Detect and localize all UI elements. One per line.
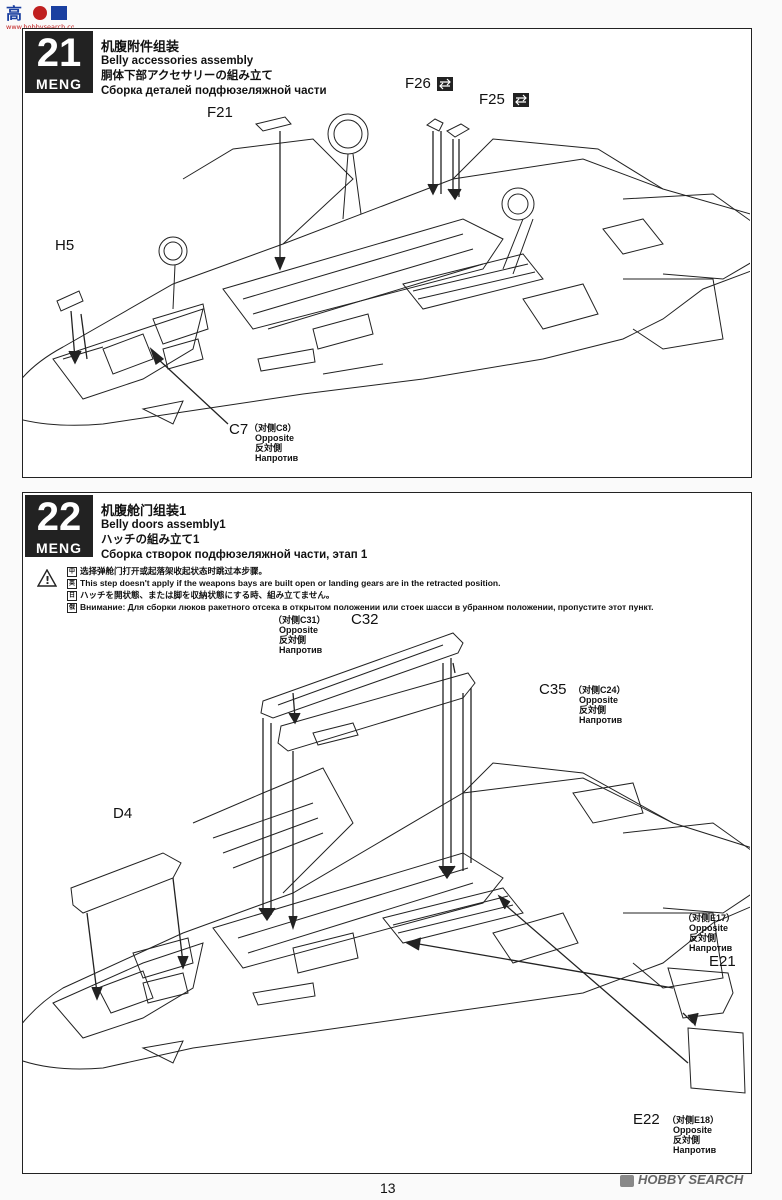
part-e21-shape bbox=[667, 967, 734, 1019]
site-logo: 高 www.hobbysearch.com bbox=[4, 2, 81, 32]
page-number: 13 bbox=[380, 1180, 396, 1196]
step-21-titles: 机腹附件组装 Belly accessories assembly 胴体下部アク… bbox=[101, 39, 327, 99]
brand-logo: MENG bbox=[25, 539, 93, 557]
title-jp: ハッチの組み立て1 bbox=[101, 534, 200, 546]
part-h5-shape bbox=[56, 290, 84, 312]
title-en: Belly doors assembly1 bbox=[101, 519, 226, 531]
logo-char: 高 bbox=[6, 4, 22, 23]
part-label-h5: H5 bbox=[55, 237, 75, 254]
part-label-f25: F25 bbox=[479, 91, 505, 108]
step-21-badge: 21 MENG bbox=[25, 31, 93, 93]
c35-opposite-note: （对侧C24） Opposite 反対側 Напротив bbox=[573, 685, 626, 725]
watermark-text: HOBBY SEARCH bbox=[638, 1172, 744, 1187]
brand-logo: MENG bbox=[25, 75, 93, 93]
title-cn: 机腹附件组装 bbox=[101, 39, 180, 54]
part-e22-shape bbox=[687, 1027, 746, 1094]
step-22-badge: 22 MENG bbox=[25, 495, 93, 557]
e21-opposite-note: （对侧E17） Opposite 反対側 Напротив bbox=[683, 913, 736, 953]
title-en: Belly accessories assembly bbox=[101, 55, 254, 67]
part-c32-shape bbox=[260, 632, 464, 719]
e22-opposite-note: （对侧E18） Opposite 反対側 Напротив bbox=[667, 1115, 720, 1155]
title-jp: 胴体下部アクセサリーの組み立て bbox=[101, 70, 273, 82]
warning-line-jp: 日ハッチを開状態、または脚を収納状態にする時、組み立てません。 bbox=[67, 590, 335, 601]
step-22-titles: 机腹舱门组装1 Belly doors assembly1 ハッチの組み立て1 … bbox=[101, 503, 367, 563]
aircraft-drawing-22 bbox=[23, 632, 750, 1094]
part-label-e21: E21 bbox=[709, 953, 736, 970]
step-21-panel: 21 MENG 机腹附件组装 Belly accessories assembl… bbox=[22, 28, 752, 478]
title-ru: Сборка деталей подфюзеляжной части bbox=[101, 85, 327, 97]
part-label-f21: F21 bbox=[207, 104, 233, 121]
part-label-f26: F26 bbox=[405, 75, 431, 92]
warning-line-cn: 中选择弹舱门打开或起落架收起状态时跳过本步骤。 bbox=[67, 566, 268, 577]
flip-arrows-icon bbox=[437, 77, 453, 91]
c32-opposite-note: （对侧C31） Opposite 反対側 Напротив bbox=[273, 615, 326, 655]
part-d4-shape bbox=[70, 852, 182, 914]
part-f21-shape bbox=[255, 116, 292, 132]
step-number: 21 bbox=[36, 31, 82, 75]
part-f25-shape bbox=[446, 123, 470, 138]
part-label-e22: E22 bbox=[633, 1111, 660, 1128]
hobbysearch-watermark: HOBBY SEARCH bbox=[620, 1172, 743, 1187]
warning-icon: ! bbox=[36, 568, 58, 587]
logo-url: www.hobbysearch.com bbox=[6, 23, 74, 31]
part-label-d4: D4 bbox=[113, 805, 133, 822]
aircraft-drawing-21 bbox=[23, 113, 750, 426]
part-label-c35: C35 bbox=[539, 681, 567, 698]
step-22-panel: 22 MENG 机腹舱门组装1 Belly doors assembly1 ハッ… bbox=[22, 492, 752, 1174]
c7-opposite-note: （对侧C8） Opposite 反対側 Напротив bbox=[249, 423, 299, 463]
part-label-c32: C32 bbox=[351, 611, 379, 628]
step-number: 22 bbox=[36, 495, 82, 539]
title-ru: Сборка створок подфюзеляжной части, этап… bbox=[101, 549, 368, 561]
part-label-c7: C7 bbox=[229, 421, 249, 438]
part-f26-shape bbox=[426, 118, 444, 132]
site-logo-icon: 高 www.hobbysearch.com bbox=[6, 4, 81, 31]
flip-arrows-icon bbox=[513, 93, 529, 107]
svg-text:!: ! bbox=[45, 574, 50, 587]
watermark-logo-icon bbox=[620, 1174, 634, 1187]
title-cn: 机腹舱门组装1 bbox=[101, 503, 187, 518]
